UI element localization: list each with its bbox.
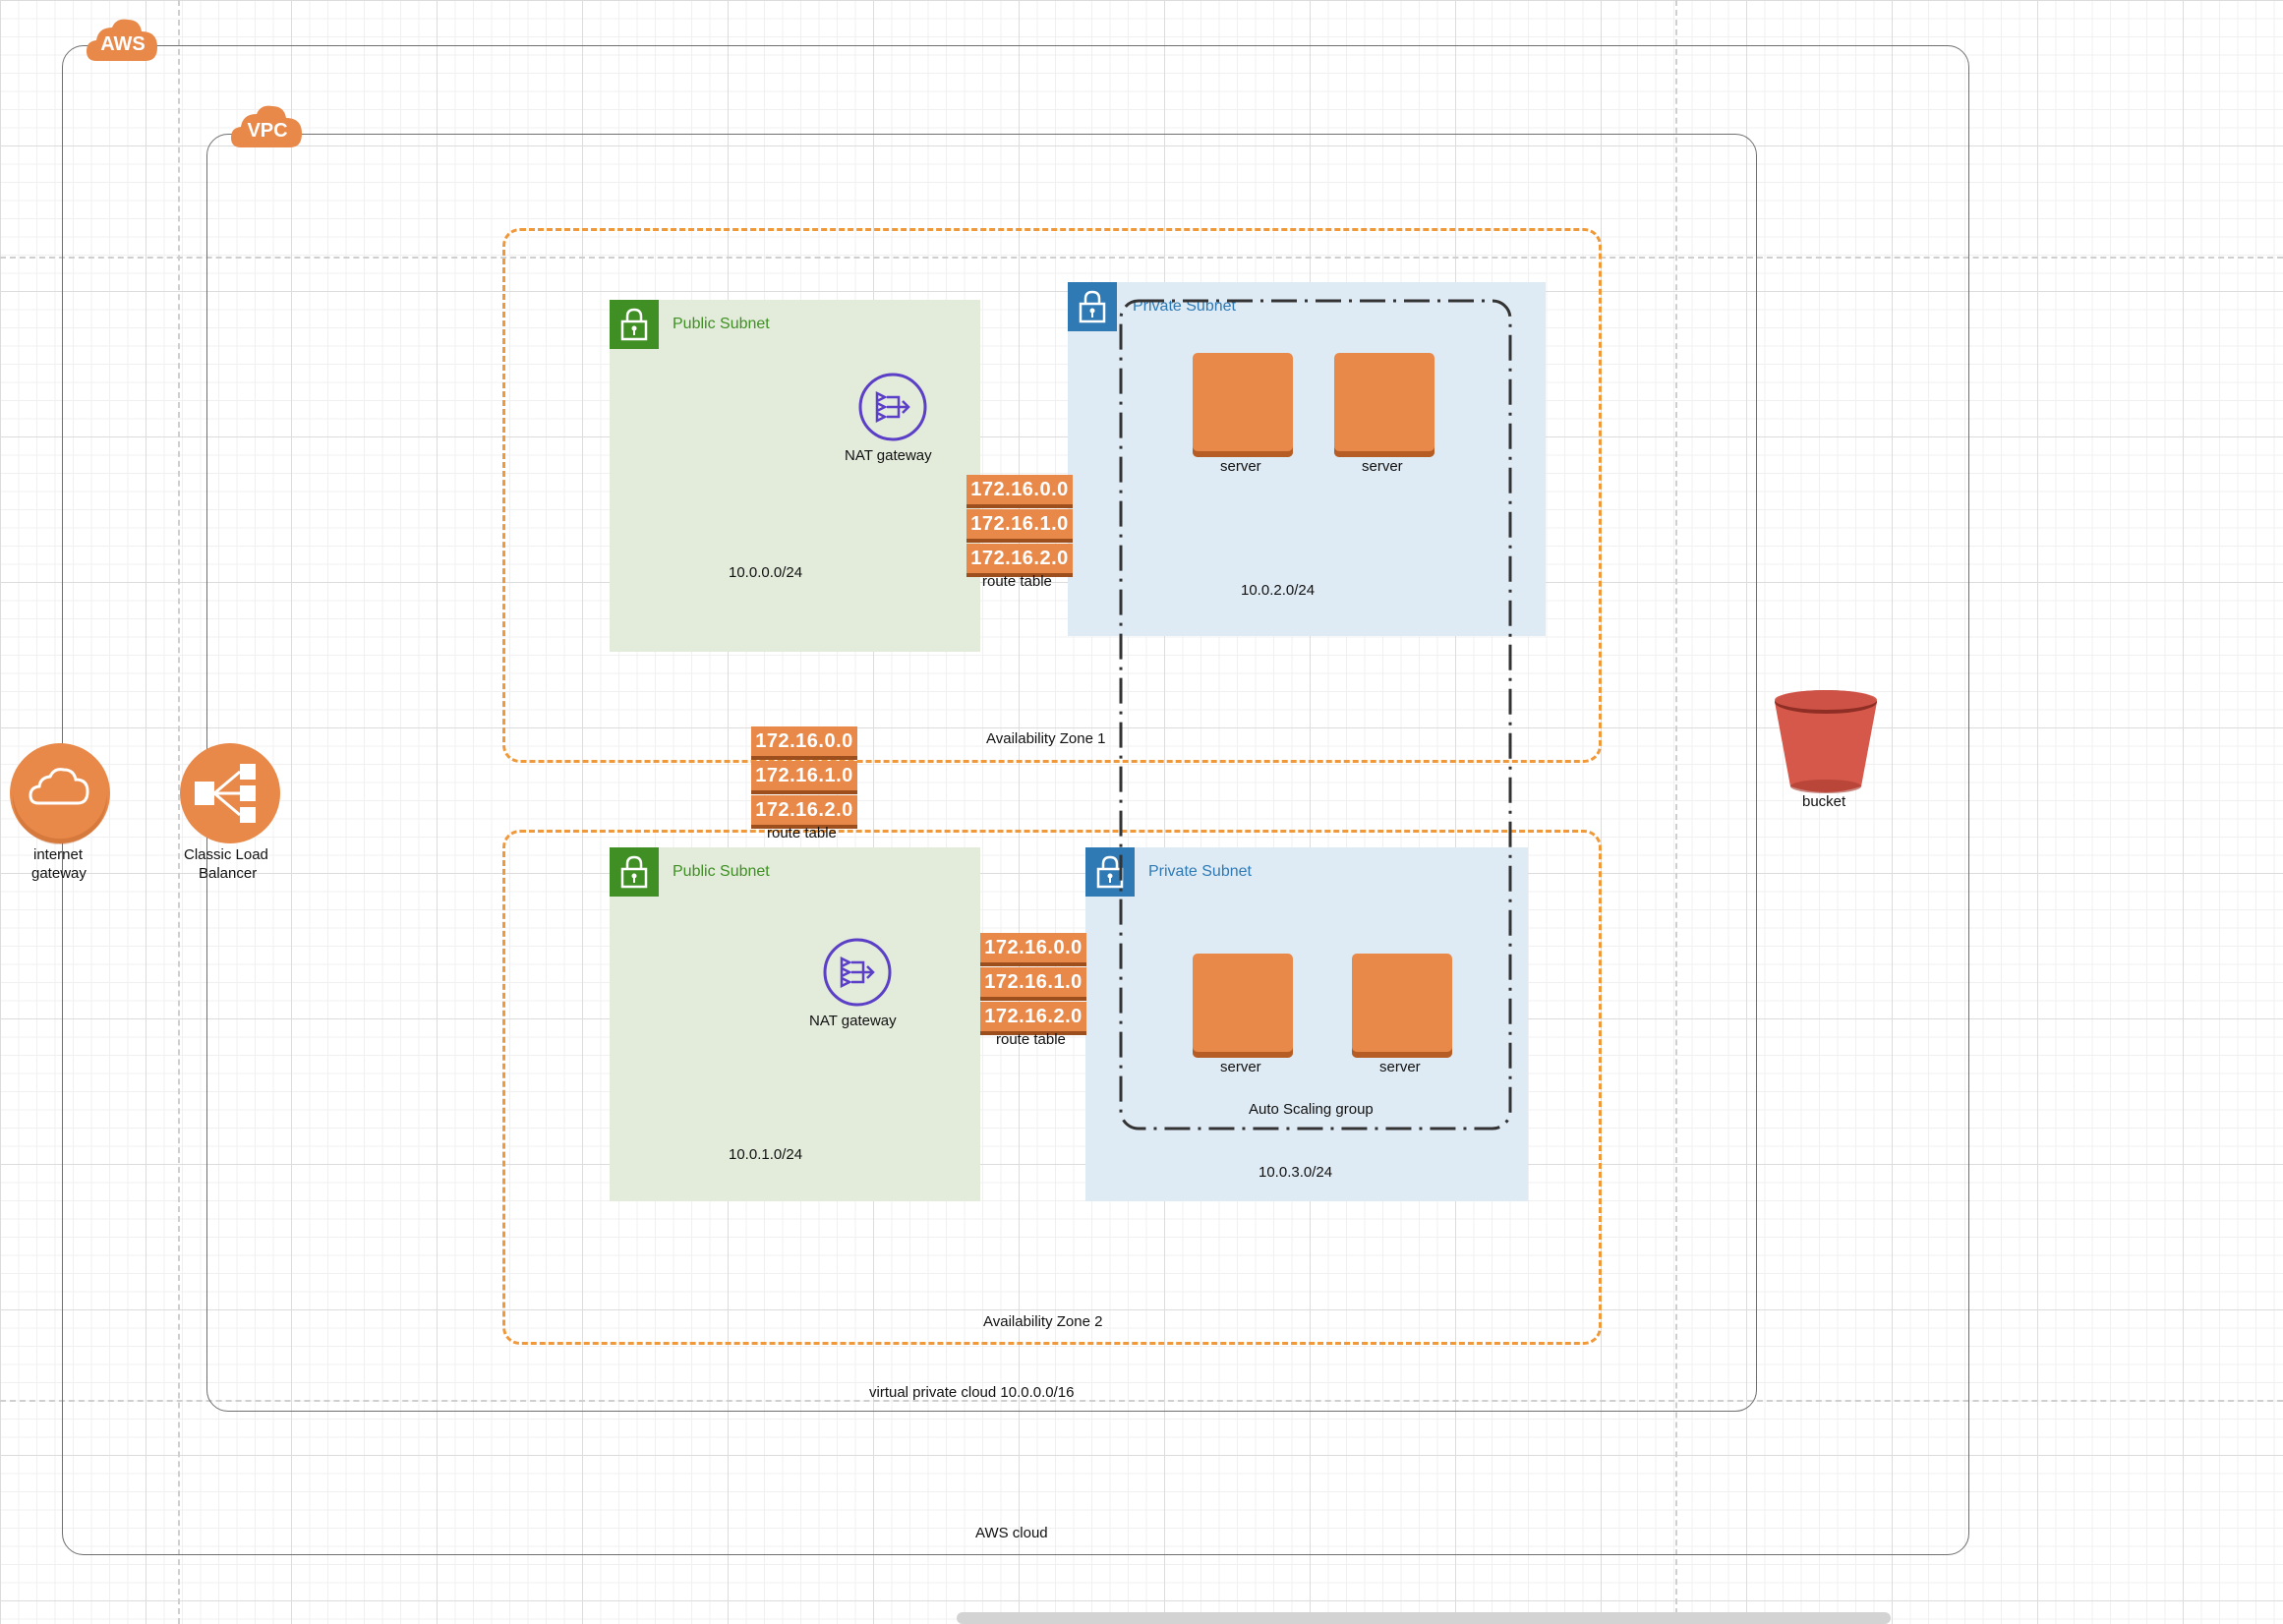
public-subnet-1[interactable]	[610, 300, 980, 652]
private-subnet-1-badge	[1068, 282, 1117, 331]
nat-gateway-1[interactable]	[857, 372, 928, 442]
public-subnet-2-cidr: 10.0.1.0/24	[729, 1146, 803, 1163]
availability-zone-1[interactable]	[502, 228, 1602, 763]
load-balancer-label-line2: Balancer	[199, 865, 258, 882]
server-label: server	[1362, 458, 1403, 475]
public-subnet-2[interactable]	[610, 847, 980, 1201]
internet-gateway-icon	[10, 743, 110, 844]
vpc-badge-label: VPC	[247, 120, 288, 142]
route-entry: 172.16.1.0	[980, 967, 1086, 1001]
auto-scaling-group-label: Auto Scaling group	[1249, 1101, 1374, 1118]
public-subnet-1-badge	[610, 300, 659, 349]
nat-gateway-2-label: NAT gateway	[809, 1013, 897, 1029]
private-subnet-2-cidr: 10.0.3.0/24	[1259, 1164, 1333, 1181]
lock-icon	[620, 855, 648, 889]
lock-icon	[1079, 290, 1106, 323]
bucket-icon	[1775, 690, 1877, 793]
nat-gateway-icon	[823, 938, 892, 1007]
server-icon[interactable]	[1193, 954, 1293, 1058]
public-subnet-2-badge	[610, 847, 659, 897]
private-subnet-1-cidr: 10.0.2.0/24	[1241, 582, 1316, 599]
aws-cloud-label: AWS cloud	[975, 1525, 1048, 1541]
availability-zone-1-label: Availability Zone 1	[986, 730, 1106, 747]
route-entry: 172.16.0.0	[966, 475, 1073, 508]
internet-gateway[interactable]	[9, 742, 111, 844]
private-subnet-1[interactable]	[1068, 282, 1546, 636]
horizontal-scrollbar[interactable]	[957, 1612, 1891, 1624]
vpc-badge: VPC	[231, 102, 304, 151]
route-entry: 172.16.2.0	[980, 1002, 1086, 1035]
aws-badge: AWS	[87, 16, 159, 65]
route-table-2-label: route table	[996, 1031, 1066, 1048]
route-entry: 172.16.0.0	[751, 726, 857, 760]
availability-zone-2-label: Availability Zone 2	[983, 1313, 1103, 1330]
private-subnet-2[interactable]	[1085, 847, 1528, 1201]
lock-icon	[620, 308, 648, 341]
server-icon[interactable]	[1334, 353, 1434, 457]
nat-gateway-icon	[858, 373, 927, 441]
auto-scaling-group[interactable]	[1117, 297, 1514, 1132]
public-subnet-1-cidr: 10.0.0.0/24	[729, 564, 803, 581]
route-entry: 172.16.2.0	[751, 795, 857, 829]
cloud-icon	[231, 105, 302, 147]
internet-gateway-label-line2: gateway	[31, 865, 87, 882]
cloud-icon	[87, 19, 157, 61]
load-balancer-label-line1: Classic Load	[184, 846, 268, 863]
nat-gateway-2[interactable]	[822, 937, 893, 1008]
route-table-1-label: route table	[982, 573, 1052, 590]
guide-line	[178, 0, 180, 1624]
public-subnet-1-title: Public Subnet	[673, 316, 770, 332]
server-icon[interactable]	[1352, 954, 1452, 1058]
classic-load-balancer[interactable]	[179, 742, 281, 844]
server-label: server	[1379, 1059, 1421, 1075]
route-entry: 172.16.2.0	[966, 544, 1073, 577]
route-entry: 172.16.0.0	[980, 933, 1086, 966]
nat-gateway-1-label: NAT gateway	[845, 447, 932, 464]
internet-gateway-label-line1: internet	[33, 846, 84, 863]
public-subnet-2-title: Public Subnet	[673, 863, 770, 880]
private-subnet-2-title: Private Subnet	[1148, 863, 1252, 880]
availability-zone-2[interactable]	[502, 830, 1602, 1345]
guide-line	[0, 257, 2283, 259]
route-table-main-label: route table	[767, 825, 837, 841]
aws-badge-label: AWS	[100, 33, 146, 55]
guide-line	[0, 1400, 2283, 1402]
load-balancer-icon	[180, 743, 280, 843]
server-label: server	[1220, 1059, 1261, 1075]
vpc-label: virtual private cloud 10.0.0.0/16	[869, 1384, 1075, 1401]
guide-line	[1675, 0, 1677, 1624]
s3-bucket[interactable]	[1773, 688, 1879, 794]
route-entry: 172.16.1.0	[751, 761, 857, 794]
bucket-label: bucket	[1802, 793, 1846, 810]
route-entry: 172.16.1.0	[966, 509, 1073, 543]
private-subnet-2-badge	[1085, 847, 1135, 897]
server-icon[interactable]	[1193, 353, 1293, 457]
server-label: server	[1220, 458, 1261, 475]
